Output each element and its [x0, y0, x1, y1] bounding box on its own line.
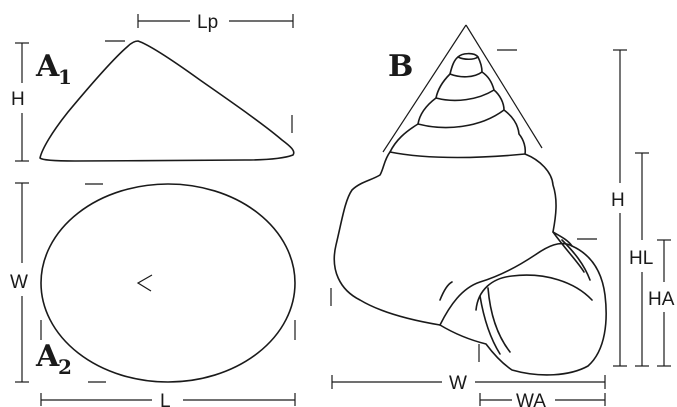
b-wa-label: WA — [516, 391, 546, 407]
b-ha-label: HA — [648, 289, 675, 310]
b-width-dimension — [331, 375, 606, 389]
a2-length-dimension — [40, 393, 296, 406]
b-hl-label: HL — [629, 248, 653, 269]
b-wa-dimension — [479, 393, 606, 406]
b-height-dimension — [613, 49, 627, 367]
umbilicus-mark — [136, 274, 153, 292]
a2-length-label: L — [160, 391, 171, 407]
a1-height-dimension — [15, 42, 29, 162]
b-ha-dimension — [657, 239, 671, 367]
panel-b: B H — [330, 24, 675, 407]
panel-a1-letter: A — [35, 49, 60, 84]
suture-3 — [435, 89, 495, 102]
a2-width-dimension — [15, 182, 29, 383]
panel-b-letter: B — [388, 49, 413, 84]
shell-outline — [333, 52, 607, 376]
panel-a2-subscript: 2 — [58, 355, 72, 379]
columella-inner — [439, 281, 453, 301]
panel-a1: A 1 H Lp — [11, 12, 295, 162]
panel-a2-letter: A — [35, 339, 60, 374]
a1-lp-dimension — [137, 14, 294, 28]
b-height-label: H — [611, 190, 625, 211]
body-whorl-suture — [439, 242, 573, 326]
shell-side-profile — [39, 40, 295, 162]
aperture-inner-lip — [479, 295, 501, 355]
panel-a1-subscript: 1 — [58, 65, 72, 89]
spire-angle-left — [382, 24, 467, 153]
spire-angle-right — [465, 24, 543, 149]
suture-2 — [449, 71, 483, 78]
aperture-outer-lip-2 — [561, 239, 591, 281]
a2-width-label: W — [10, 272, 28, 293]
b-hl-dimension — [635, 152, 649, 367]
b-width-label: W — [449, 373, 467, 394]
suture-1 — [457, 56, 479, 61]
suture-5 — [389, 151, 526, 159]
shell-basal-outline — [40, 183, 296, 383]
aperture-outer-lip — [552, 231, 585, 273]
panel-a2: A 2 W L — [10, 182, 296, 407]
a1-lp-label: Lp — [197, 12, 218, 33]
aperture-upper-lip — [475, 274, 593, 311]
suture-4 — [417, 109, 505, 129]
a1-height-label: H — [11, 89, 25, 110]
aperture-inner-lip-2 — [487, 287, 511, 353]
